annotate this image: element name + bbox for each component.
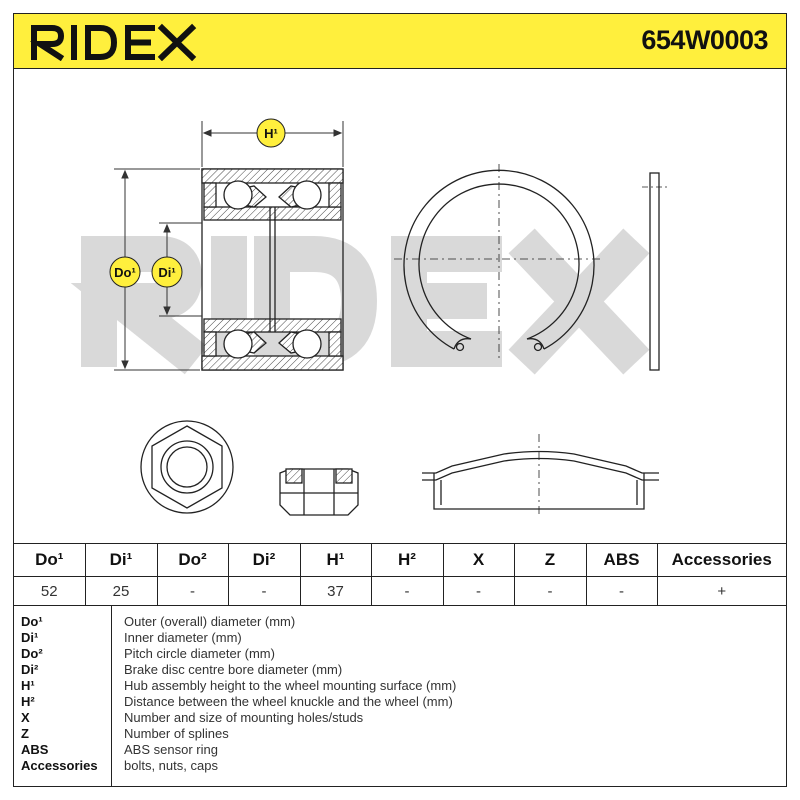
legend-row: Di² Brake disc centre bore diameter (mm) <box>14 662 786 678</box>
spec-header-x: X <box>442 543 515 577</box>
spec-value-z: - <box>513 576 587 606</box>
legend-key: H² <box>21 694 35 709</box>
spec-value-di2: - <box>227 576 301 606</box>
legend-desc: Number and size of mounting holes/studs <box>124 710 364 725</box>
legend-desc: Number of splines <box>124 726 229 741</box>
legend-key: Di² <box>21 662 39 677</box>
product-sheet: 654W0003 <box>13 13 787 787</box>
circlip <box>394 164 604 359</box>
dimension-do1 <box>114 168 200 371</box>
legend-row: H¹ Hub assembly height to the wheel moun… <box>14 678 786 694</box>
legend-desc: Brake disc centre bore diameter (mm) <box>124 662 343 677</box>
legend-key: ABS <box>21 742 49 757</box>
di1-label: Di¹ <box>158 265 175 280</box>
technical-drawing: H¹ Do¹ Di¹ <box>70 118 669 516</box>
spec-value-di1: 25 <box>84 576 158 606</box>
spec-header-row: Do¹ Di¹ Do² Di² H¹ H² X Z ABS Accessorie… <box>14 543 786 577</box>
legend-key: Di¹ <box>21 630 39 645</box>
h1-label: H¹ <box>264 126 278 141</box>
legend-desc: Pitch circle diameter (mm) <box>124 646 275 661</box>
legend-row: Di¹ Inner diameter (mm) <box>14 630 786 646</box>
legend-key: Z <box>21 726 29 741</box>
legend-key: Accessories <box>21 758 98 773</box>
circlip-side <box>642 172 669 371</box>
bearing-section <box>201 168 344 371</box>
legend-key: Do² <box>21 646 43 661</box>
do1-label: Do¹ <box>114 265 136 280</box>
legend-desc: Outer (overall) diameter (mm) <box>124 614 296 629</box>
part-number: 654W0003 <box>641 25 768 55</box>
legend: Do¹ Outer (overall) diameter (mm) Di¹ In… <box>14 606 786 786</box>
spec-table: Do¹ Di¹ Do² Di² H¹ H² X Z ABS Accessorie… <box>14 543 786 606</box>
legend-desc: Hub assembly height to the wheel mountin… <box>124 678 457 693</box>
legend-desc: ABS sensor ring <box>124 742 218 757</box>
legend-key: H¹ <box>21 678 35 693</box>
spec-header-di2: Di² <box>227 543 301 577</box>
spec-value-h2: - <box>370 576 444 606</box>
legend-desc: Distance between the wheel knuckle and t… <box>124 694 453 709</box>
legend-row: Accessories bolts, nuts, caps <box>14 758 786 774</box>
legend-row: H² Distance between the wheel knuckle an… <box>14 694 786 710</box>
spec-header-z: Z <box>513 543 587 577</box>
h1-label-badge <box>256 118 286 148</box>
ridex-logo <box>30 23 197 61</box>
spec-header-di1: Di¹ <box>84 543 158 577</box>
nut-section <box>279 468 359 516</box>
spec-header-do2: Do² <box>156 543 229 577</box>
nut-top-view <box>140 420 234 514</box>
spec-value-row: 52 25 - - 37 - - - - + <box>14 576 786 606</box>
legend-divider <box>111 606 112 786</box>
spec-header-h1: H¹ <box>299 543 372 577</box>
legend-row: Do² Pitch circle diameter (mm) <box>14 646 786 662</box>
header-bar: 654W0003 <box>14 14 786 69</box>
spec-header-h2: H² <box>370 543 444 577</box>
do1-label-badge <box>109 256 141 288</box>
spec-value-x: - <box>442 576 515 606</box>
legend-desc: bolts, nuts, caps <box>124 758 218 773</box>
spec-header-abs: ABS <box>585 543 658 577</box>
spec-value-accessories: + <box>656 576 786 606</box>
watermark-logo <box>70 228 650 375</box>
spec-header-do1: Do¹ <box>14 543 86 577</box>
dust-cap <box>422 434 659 514</box>
legend-row: Z Number of splines <box>14 726 786 742</box>
legend-row: X Number and size of mounting holes/stud… <box>14 710 786 726</box>
spec-value-h1: 37 <box>299 576 372 606</box>
legend-row: ABS ABS sensor ring <box>14 742 786 758</box>
spec-value-abs: - <box>585 576 658 606</box>
spec-value-do2: - <box>156 576 229 606</box>
legend-row: Do¹ Outer (overall) diameter (mm) <box>14 614 786 630</box>
legend-key: X <box>21 710 30 725</box>
spec-value-do1: 52 <box>14 576 86 606</box>
legend-key: Do¹ <box>21 614 43 629</box>
legend-desc: Inner diameter (mm) <box>124 630 242 645</box>
di1-label-badge <box>151 256 183 288</box>
spec-header-accessories: Accessories <box>656 543 786 577</box>
